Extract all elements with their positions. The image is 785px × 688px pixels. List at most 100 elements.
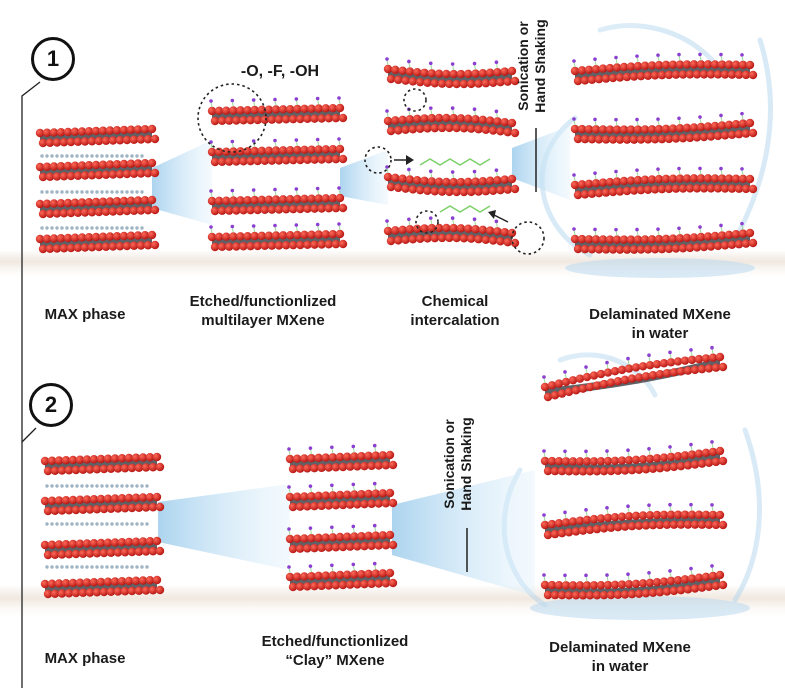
- row1-intercalated-layer-1: [383, 57, 520, 89]
- row1-delaminated-layer-4-oxygen-top: [675, 234, 685, 243]
- row1-delaminated-layer-4-oxygen-bottom: [734, 240, 744, 249]
- row1-etched-layer-4-bond: [253, 226, 256, 233]
- row2-delaminated-layer-1-oxygen-bottom: [676, 367, 686, 376]
- row1-max-layer-2-oxygen-top: [70, 161, 80, 170]
- row1-delaminated-layer-4-oxygen-top: [619, 235, 629, 244]
- row2-max-layer-2-oxygen-bottom: [99, 504, 109, 514]
- row1-delaminated-layer-3: [570, 166, 758, 200]
- row1-intercalated-layer-1-oxygen-top: [383, 64, 393, 74]
- row2-max-layer-2-oxygen-top: [131, 493, 141, 502]
- row2-max-a-layer-2-a-atom: [145, 522, 149, 526]
- row1-intercalated-layer-3-oxygen-top: [478, 177, 488, 186]
- row2-water-swirl-1: [557, 352, 658, 398]
- row1-max-a-layer-2-a-atom: [90, 190, 94, 194]
- row2-clay-layer-2-oxygen-bottom: [295, 502, 305, 511]
- row1-max-a-layer-3-a-atom: [95, 226, 99, 230]
- row1-max-a-layer-1-a-atom: [70, 154, 74, 158]
- row2-delaminated-layer-3-oxygen-top: [624, 512, 634, 521]
- row1-etched-layer-2-oxygen-bottom: [267, 156, 277, 165]
- row1-delaminated-layer-1-oxygen-top: [605, 63, 615, 73]
- row2-delaminated-layer-1-bond: [669, 353, 672, 359]
- row2-max-layer-2-oxygen-bottom: [106, 504, 116, 513]
- row2-max-layer-2-oxygen-top: [110, 494, 120, 503]
- row1-intercalated-layer-1-oxygen-top: [478, 69, 488, 78]
- row2-delaminated-layer-1-oxygen-bottom: [711, 363, 721, 372]
- row2-delaminated-layer-1-oxygen-top: [659, 359, 669, 368]
- row1-delaminated-layer-1-oxygen-bottom: [748, 70, 758, 80]
- row2-max-layer-2-oxygen-bottom: [155, 502, 165, 512]
- row1-delaminated-layer-4-oxygen-bottom: [573, 244, 583, 254]
- row2-clay-layer-1-bond: [374, 446, 377, 452]
- row1-delaminated-layer-3-h-atom: [740, 167, 744, 171]
- row1-delaminated-layer-2-bond: [636, 120, 639, 126]
- row2-max-layer-2-oxygen-top: [124, 493, 134, 503]
- row1-delaminated-layer-2-oxygen-bottom: [608, 135, 618, 144]
- row2-delaminated-layer-1-oxygen-bottom: [704, 364, 714, 373]
- row1-max-layer-1-oxygen-top: [126, 125, 136, 134]
- row2-delaminated-layer-2-bond: [543, 451, 546, 458]
- row2-clay-layer-4-oxygen-top: [357, 569, 366, 579]
- row1-intercalated-layer-1-oxygen-top: [405, 67, 415, 76]
- row2-clay-layer-2: [285, 481, 398, 512]
- row2-delaminated-layer-2-oxygen-bottom: [697, 459, 707, 468]
- row1-etched-layer-2-oxygen-bottom: [232, 157, 241, 166]
- row1-etched-layer-4-oxygen-bottom: [289, 240, 298, 250]
- row1-intercalated-layer-4-oxygen-bottom: [445, 233, 454, 243]
- row2-delaminated-layer-2-oxygen-top: [603, 456, 613, 466]
- row1-etched-layer-3-oxygen-bottom: [239, 206, 248, 215]
- row2-delaminated-layer-4-oxygen-top: [673, 575, 683, 585]
- row2-delaminated-layer-1-oxygen-bottom: [627, 374, 637, 383]
- row1-intercalated-layer-2-oxygen-bottom: [408, 125, 418, 134]
- row2-clay-layer-1-oxygen-top: [292, 454, 302, 463]
- row2-delaminated-layer-2-oxygen-top: [638, 455, 648, 464]
- row1-max-a-layer-3-a-atom: [75, 226, 79, 230]
- row2-clay-layer-3-oxygen-top: [385, 530, 395, 540]
- row2-clay-layer-3-oxygen-bottom: [288, 544, 298, 554]
- row2-max-a-layer-3: [45, 565, 149, 569]
- row2-clay-layer-3-oxygen-top: [378, 531, 388, 540]
- row2-max-layer-4-oxygen-bottom: [113, 587, 123, 596]
- row1-delaminated-layer-4-oxygen-top: [598, 235, 608, 244]
- row1-delaminated-layer-4-oxygen-bottom: [643, 245, 653, 254]
- row2-clay-layer-3-h-atom: [330, 525, 334, 530]
- row1-intercalated-layer-2-oxygen-bottom: [488, 126, 498, 135]
- row2-max-a-layer-1-a-atom: [130, 484, 134, 488]
- row2-delaminated-layer-3-oxygen-bottom: [669, 520, 679, 529]
- row2-delaminated-layer-1-oxygen-top: [666, 358, 676, 367]
- row1-etched-layer-3-oxygen-top: [271, 195, 281, 204]
- row2-delaminated-layer-1-h-atom: [542, 375, 546, 379]
- row1-etched-layer-1-oxygen-top: [214, 106, 224, 116]
- row2-delaminated-layer-1-oxygen-top: [575, 374, 585, 383]
- row1-etched-layer-3-oxygen-bottom: [210, 206, 220, 216]
- row1-intercalated-layer-3-oxygen-top: [427, 177, 436, 186]
- row1-intercalated-layer-4-oxygen-top: [478, 225, 488, 235]
- row1-intercalated-layer-1-oxygen-top: [507, 66, 517, 76]
- row1-intercalated-layer-3-bond: [386, 167, 389, 174]
- row1-intercalated-layer-4-oxygen-top: [412, 224, 422, 233]
- row2-delaminated-layer-3-oxygen-top: [554, 519, 564, 528]
- row2-max-layer-1-oxygen-top: [89, 455, 99, 464]
- row1-delaminated-layer-2-oxygen-top: [584, 125, 594, 134]
- row1-delaminated-layer-1-oxygen-top: [668, 60, 678, 69]
- row2-max-a-layer-2-a-atom: [85, 522, 89, 526]
- row2-delaminated-layer-3-oxygen-bottom: [704, 520, 714, 530]
- row2-clay-layer-1-oxygen-bottom: [388, 460, 398, 470]
- row2-max-layer-2-oxygen-bottom: [120, 504, 130, 513]
- row1-etched-layer-1-bond: [338, 98, 341, 105]
- row2-clay-layer-3-oxygen-top: [321, 533, 330, 542]
- row1-max-layer-1-oxygen-bottom: [129, 135, 139, 144]
- row1-delaminated-line2: in water: [631, 325, 689, 342]
- row2-max-layer-3-oxygen-bottom: [50, 550, 60, 559]
- row1-delaminated-layer-2-bond: [720, 116, 723, 122]
- row1-intercalated-layer-3-bond: [474, 172, 477, 178]
- row1-intercalated-layer-3-oxygen-top: [464, 177, 473, 187]
- row2-clay-layer-4-oxygen-bottom: [295, 582, 305, 591]
- row1-delaminated-layer-4-h-atom: [656, 227, 660, 231]
- row2-max-layer-3-oxygen-top: [54, 540, 64, 549]
- row1-etched-layer-4-oxygen-top: [264, 231, 274, 240]
- row1-delaminated-layer-3-oxygen-top: [591, 178, 601, 188]
- row2-delaminated-layer-2-oxygen-bottom: [704, 458, 714, 467]
- row1-etched-layer-4-oxygen-top: [214, 232, 224, 242]
- row2-delaminated-layer-3-oxygen-bottom: [585, 525, 595, 535]
- row1-delaminated-layer-2: [570, 111, 758, 144]
